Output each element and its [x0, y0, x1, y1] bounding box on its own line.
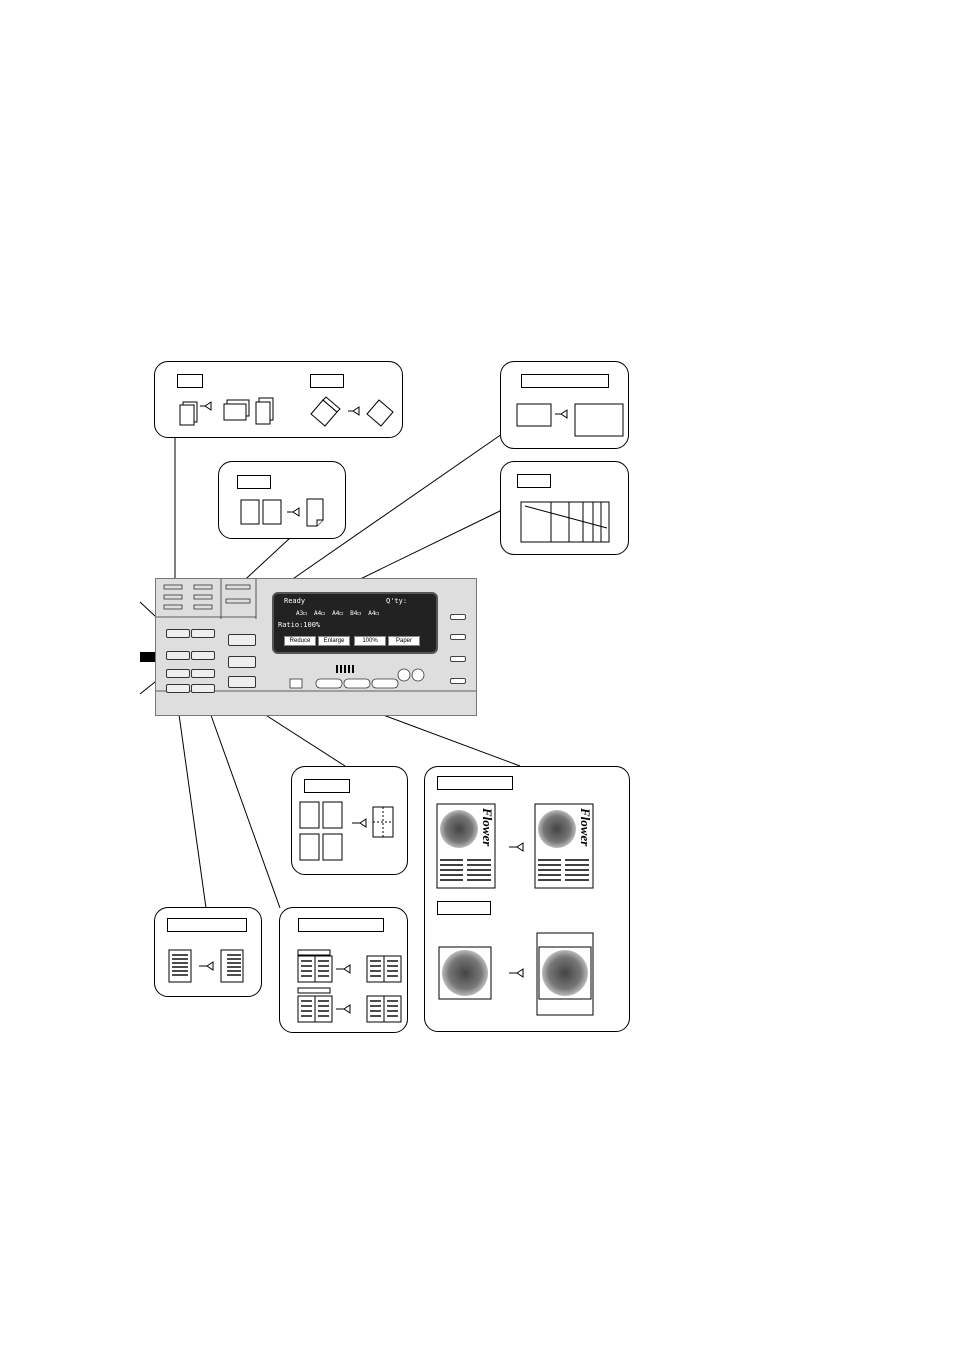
lcd-quantity: Q'ty:	[386, 597, 408, 605]
label-tag-enlarge	[521, 374, 609, 388]
series-illustration	[299, 801, 394, 861]
label-tag-book	[298, 918, 384, 932]
function-key-1[interactable]	[166, 651, 190, 660]
label-tag-margin	[167, 918, 247, 932]
side-key-2[interactable]	[450, 634, 466, 640]
label-tag-series	[304, 779, 350, 793]
label-tag-image-1	[437, 776, 513, 790]
function-key-2[interactable]	[166, 669, 190, 678]
flower-text-copy: Flower	[578, 808, 593, 847]
callout-enlarge	[500, 361, 629, 449]
zoom-illustration	[520, 501, 610, 543]
combine-illustration	[240, 498, 324, 527]
reduce-button[interactable]: Reduce	[284, 636, 316, 646]
lcd-paper-sizes: A3◻ A4◻ A4◻ B4◻ A4◻	[296, 610, 380, 617]
margin-key[interactable]	[166, 684, 190, 693]
ratio-100-button[interactable]: 100%	[354, 636, 386, 646]
paper-button[interactable]: Paper	[388, 636, 420, 646]
side-key-1[interactable]	[450, 614, 466, 620]
mode-key-3[interactable]	[228, 676, 256, 688]
callout-book	[279, 907, 408, 1033]
lcd-display: Ready Q'ty: A3◻ A4◻ A4◻ B4◻ A4◻ Ratio:10…	[272, 592, 438, 654]
flower-text-original: Flower	[480, 808, 495, 847]
callout-sort-staple	[154, 361, 403, 438]
callout-combine	[218, 461, 346, 539]
sort-key[interactable]	[166, 629, 190, 638]
image-illustration	[436, 803, 594, 1016]
density-controls	[289, 665, 425, 689]
duplex-key[interactable]	[191, 651, 215, 660]
callout-series	[291, 766, 408, 875]
sort-illustration	[179, 396, 394, 427]
enlarge-button[interactable]: Enlarge	[318, 636, 350, 646]
enlarge-illustration	[516, 403, 624, 437]
function-key-3[interactable]	[191, 669, 215, 678]
mode-key-1[interactable]	[228, 634, 256, 646]
callout-image-adjust: Flower Flower	[424, 766, 630, 1032]
callout-margin	[154, 907, 262, 997]
mode-key-2[interactable]	[228, 656, 256, 668]
combine-key[interactable]	[191, 629, 215, 638]
lcd-ratio: Ratio:100%	[278, 621, 321, 629]
book-illustration	[297, 949, 402, 1023]
label-tag-image-2	[437, 901, 491, 915]
label-tag-combine	[237, 475, 271, 489]
side-key-4[interactable]	[450, 678, 466, 684]
margin-illustration	[168, 949, 244, 983]
lcd-status: Ready	[284, 597, 306, 605]
label-tag-zoom	[517, 474, 551, 488]
label-tag-staple	[310, 374, 344, 388]
side-key-3[interactable]	[450, 656, 466, 662]
edge-key[interactable]	[191, 684, 215, 693]
label-tag-sort	[177, 374, 203, 388]
callout-zoom	[500, 461, 629, 555]
